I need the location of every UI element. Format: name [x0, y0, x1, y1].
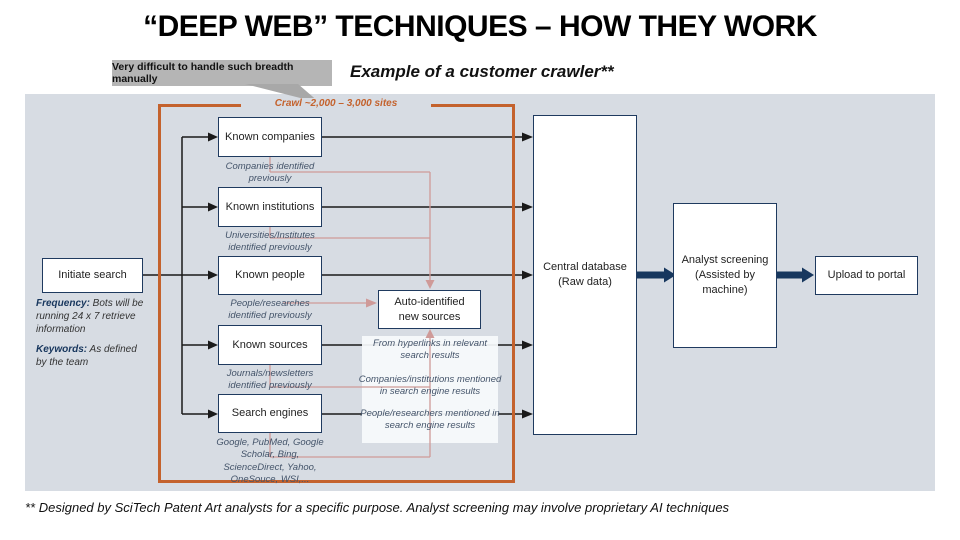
node-label: Known institutions — [225, 200, 315, 213]
node-label: Upload to portal — [827, 269, 906, 282]
node-auto-identified-sources: Auto-identified new sources — [378, 290, 481, 329]
annotation-search-engine-list: Google, PubMed, Google Scholar, Bing, Sc… — [216, 437, 324, 486]
keywords-note: Keywords: As defined by the team — [36, 343, 148, 369]
frequency-label: Frequency: — [36, 298, 90, 309]
page-title: “DEEP WEB” TECHNIQUES – HOW THEY WORK — [143, 10, 817, 43]
annotation-companies-mentioned: Companies/institutions mentioned in sear… — [358, 374, 502, 398]
node-label: Auto-identified new sources — [394, 295, 465, 323]
node-label: Central database (Raw data) — [543, 261, 627, 288]
node-known-companies: Known companies — [218, 117, 322, 157]
node-label: Initiate search — [58, 269, 127, 282]
node-known-institutions: Known institutions — [218, 187, 322, 227]
node-analyst-screening: Analyst screening (Assisted by machine) — [673, 203, 777, 348]
keywords-text: As defined by the team — [36, 344, 137, 368]
frequency-note: Frequency: Bots will be running 24 x 7 r… — [36, 297, 148, 336]
node-label: Known companies — [225, 130, 315, 143]
diagram-subtitle: Example of a customer crawler** — [350, 62, 614, 81]
node-known-people: Known people — [218, 256, 322, 295]
annotation-from-hyperlinks: From hyperlinks in relevant search resul… — [372, 338, 488, 362]
annotation-sources-previous: Journals/newsletters identified previous… — [226, 368, 314, 392]
crawl-boundary-label: Crawl ~2,000 – 3,000 sites — [241, 98, 431, 109]
node-label: Known sources — [232, 338, 308, 351]
annotation-people-previous: People/researches identified previously — [228, 298, 312, 322]
frequency-text: Bots will be running 24 x 7 retrieve inf… — [36, 298, 144, 335]
node-known-sources: Known sources — [218, 325, 322, 365]
callout-text: Very difficult to handle such breadth ma… — [112, 61, 294, 85]
node-upload-to-portal: Upload to portal — [815, 256, 918, 295]
node-initiate-search: Initiate search — [42, 258, 143, 293]
node-label: Search engines — [231, 407, 309, 420]
annotation-institutions-previous: Universities/Institutes identified previ… — [225, 230, 315, 254]
node-search-engines: Search engines — [218, 394, 322, 433]
node-label: Known people — [235, 269, 305, 282]
callout-note: Very difficult to handle such breadth ma… — [112, 60, 332, 86]
node-label: Analyst screening (Assisted by machine) — [681, 254, 769, 296]
search-parameters-note: Frequency: Bots will be running 24 x 7 r… — [36, 297, 148, 376]
keywords-label: Keywords: — [36, 344, 88, 355]
node-central-database: Central database (Raw data) — [533, 115, 637, 435]
annotation-companies-previous: Companies identified previously — [225, 161, 315, 185]
footer-note: ** Designed by SciTech Patent Art analys… — [25, 500, 730, 515]
annotation-people-mentioned: People/researchers mentioned in search e… — [360, 408, 500, 432]
